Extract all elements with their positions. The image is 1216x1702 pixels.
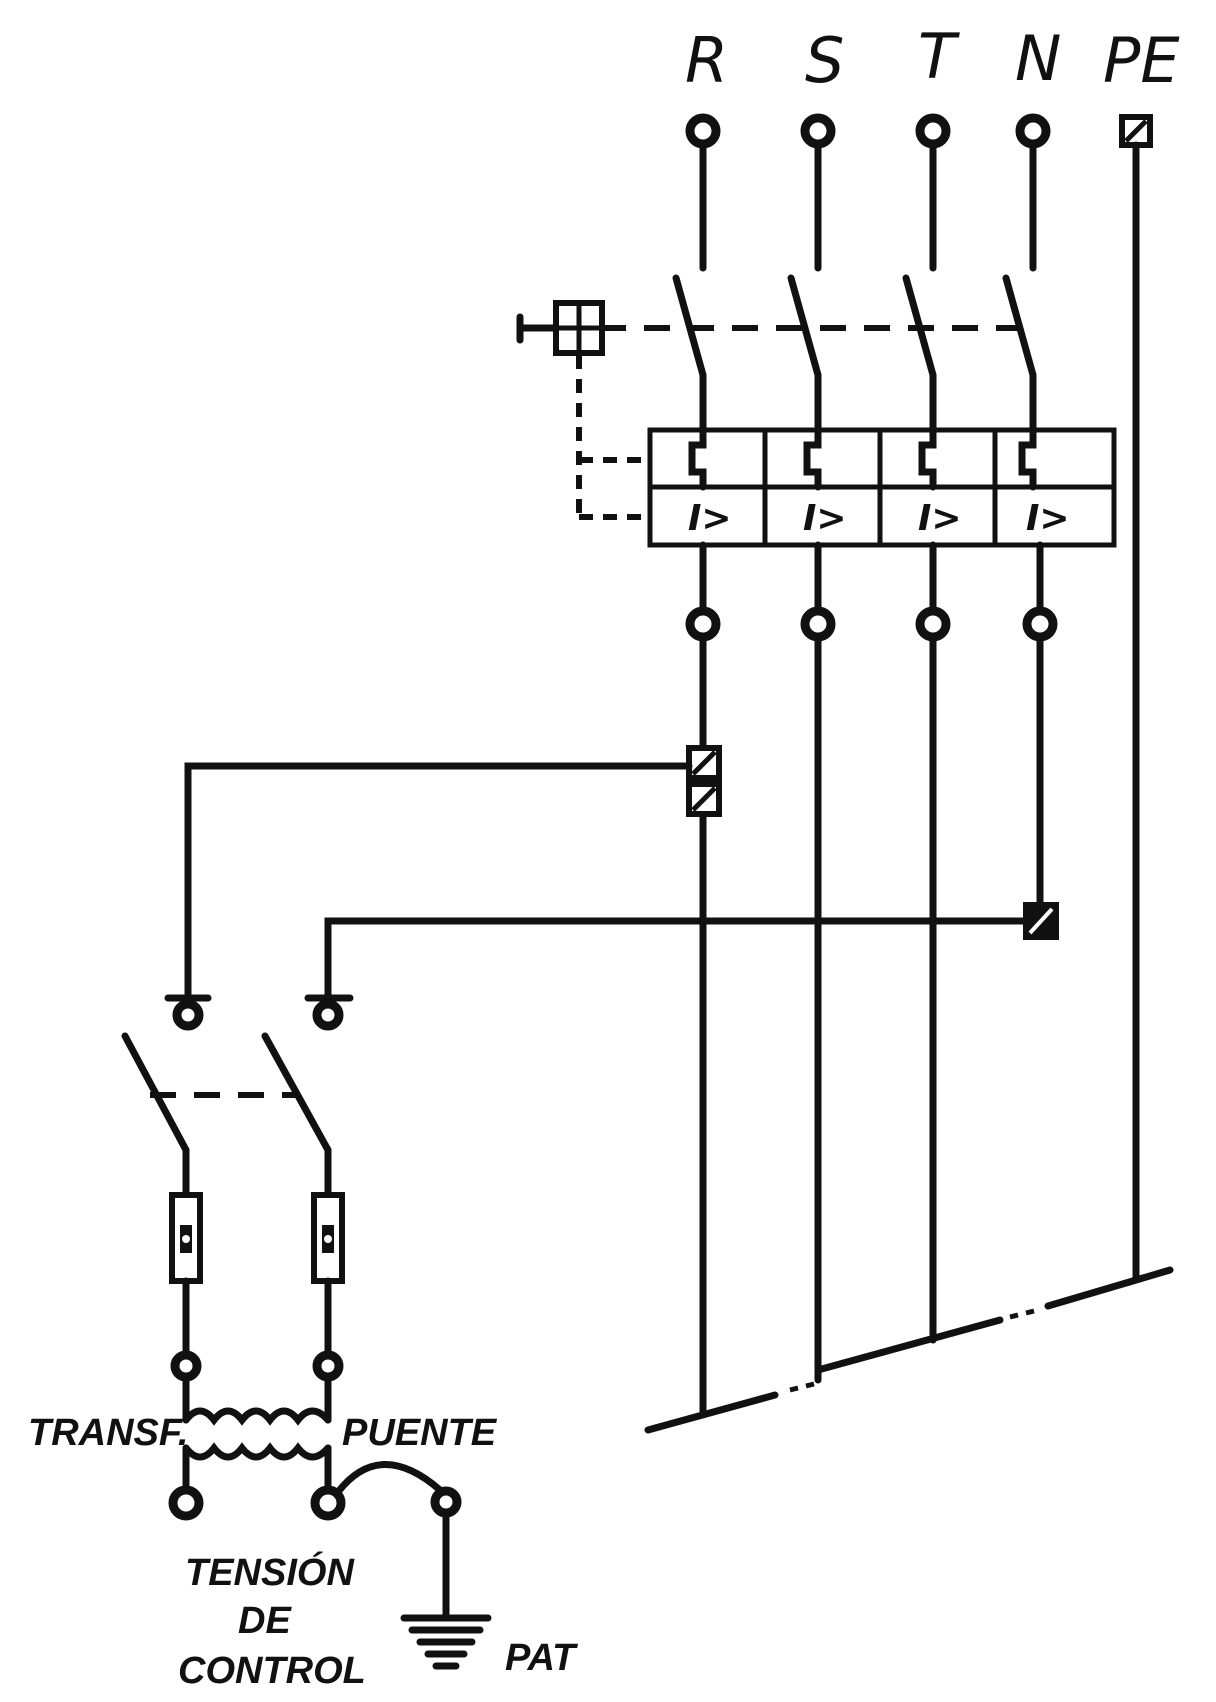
terminal-s-top (800, 113, 836, 149)
phase-label-r: R (685, 24, 728, 97)
relay-label-t: I> (918, 498, 962, 539)
control-breaker-contacts (121, 1032, 332, 1196)
relay-label-n: I> (1026, 498, 1070, 539)
relay-label-s: I> (803, 498, 847, 539)
control-fuses (169, 1192, 345, 1284)
transformer-label: TRANSF. (28, 1412, 188, 1454)
control-feeders (184, 762, 1030, 999)
ground-bridge (334, 1461, 462, 1619)
control-tap-r (686, 745, 722, 817)
terminal-n-bottom (1022, 606, 1058, 642)
control-tap-n (1023, 902, 1059, 940)
phase-label-n: N (1015, 22, 1061, 95)
terminal-r-bottom (685, 606, 721, 642)
breaker-handle (516, 300, 605, 356)
transformer-leads (170, 1277, 344, 1424)
top-terminals (685, 113, 1153, 149)
control-voltage-label-2: DE (238, 1600, 292, 1642)
control-breaker-terminals (164, 994, 354, 1031)
phase-label-pe: PE (1103, 24, 1180, 97)
control-transformer (168, 1407, 346, 1521)
relay-label-r: I> (688, 498, 732, 539)
ground-label: PAT (505, 1637, 578, 1679)
secondary-terminal-left (168, 1485, 204, 1521)
secondary-terminal-right (310, 1485, 346, 1521)
relay-control-links (576, 355, 650, 520)
terminal-t-bottom (915, 606, 951, 642)
incoming-wires (699, 141, 1037, 272)
main-breaker-contacts (672, 274, 1037, 434)
control-voltage-label-3: CONTROL (178, 1650, 366, 1692)
terminal-t-top (915, 113, 951, 149)
terminal-r-top (685, 113, 721, 149)
terminal-s-bottom (800, 606, 836, 642)
bridge-label: PUENTE (342, 1412, 498, 1454)
lower-terminals (685, 606, 1058, 642)
terminal-n-top (1015, 113, 1051, 149)
bus-terminations (644, 1266, 1174, 1434)
protection-relay-block: I> I> I> I> (647, 426, 1117, 548)
phase-label-t: T (918, 20, 960, 93)
outgoing-wires-upper (699, 541, 1044, 614)
ground-icon (400, 1614, 492, 1670)
phase-label-s: S (805, 24, 844, 97)
control-voltage-label-1: TENSIÓN (185, 1550, 355, 1594)
